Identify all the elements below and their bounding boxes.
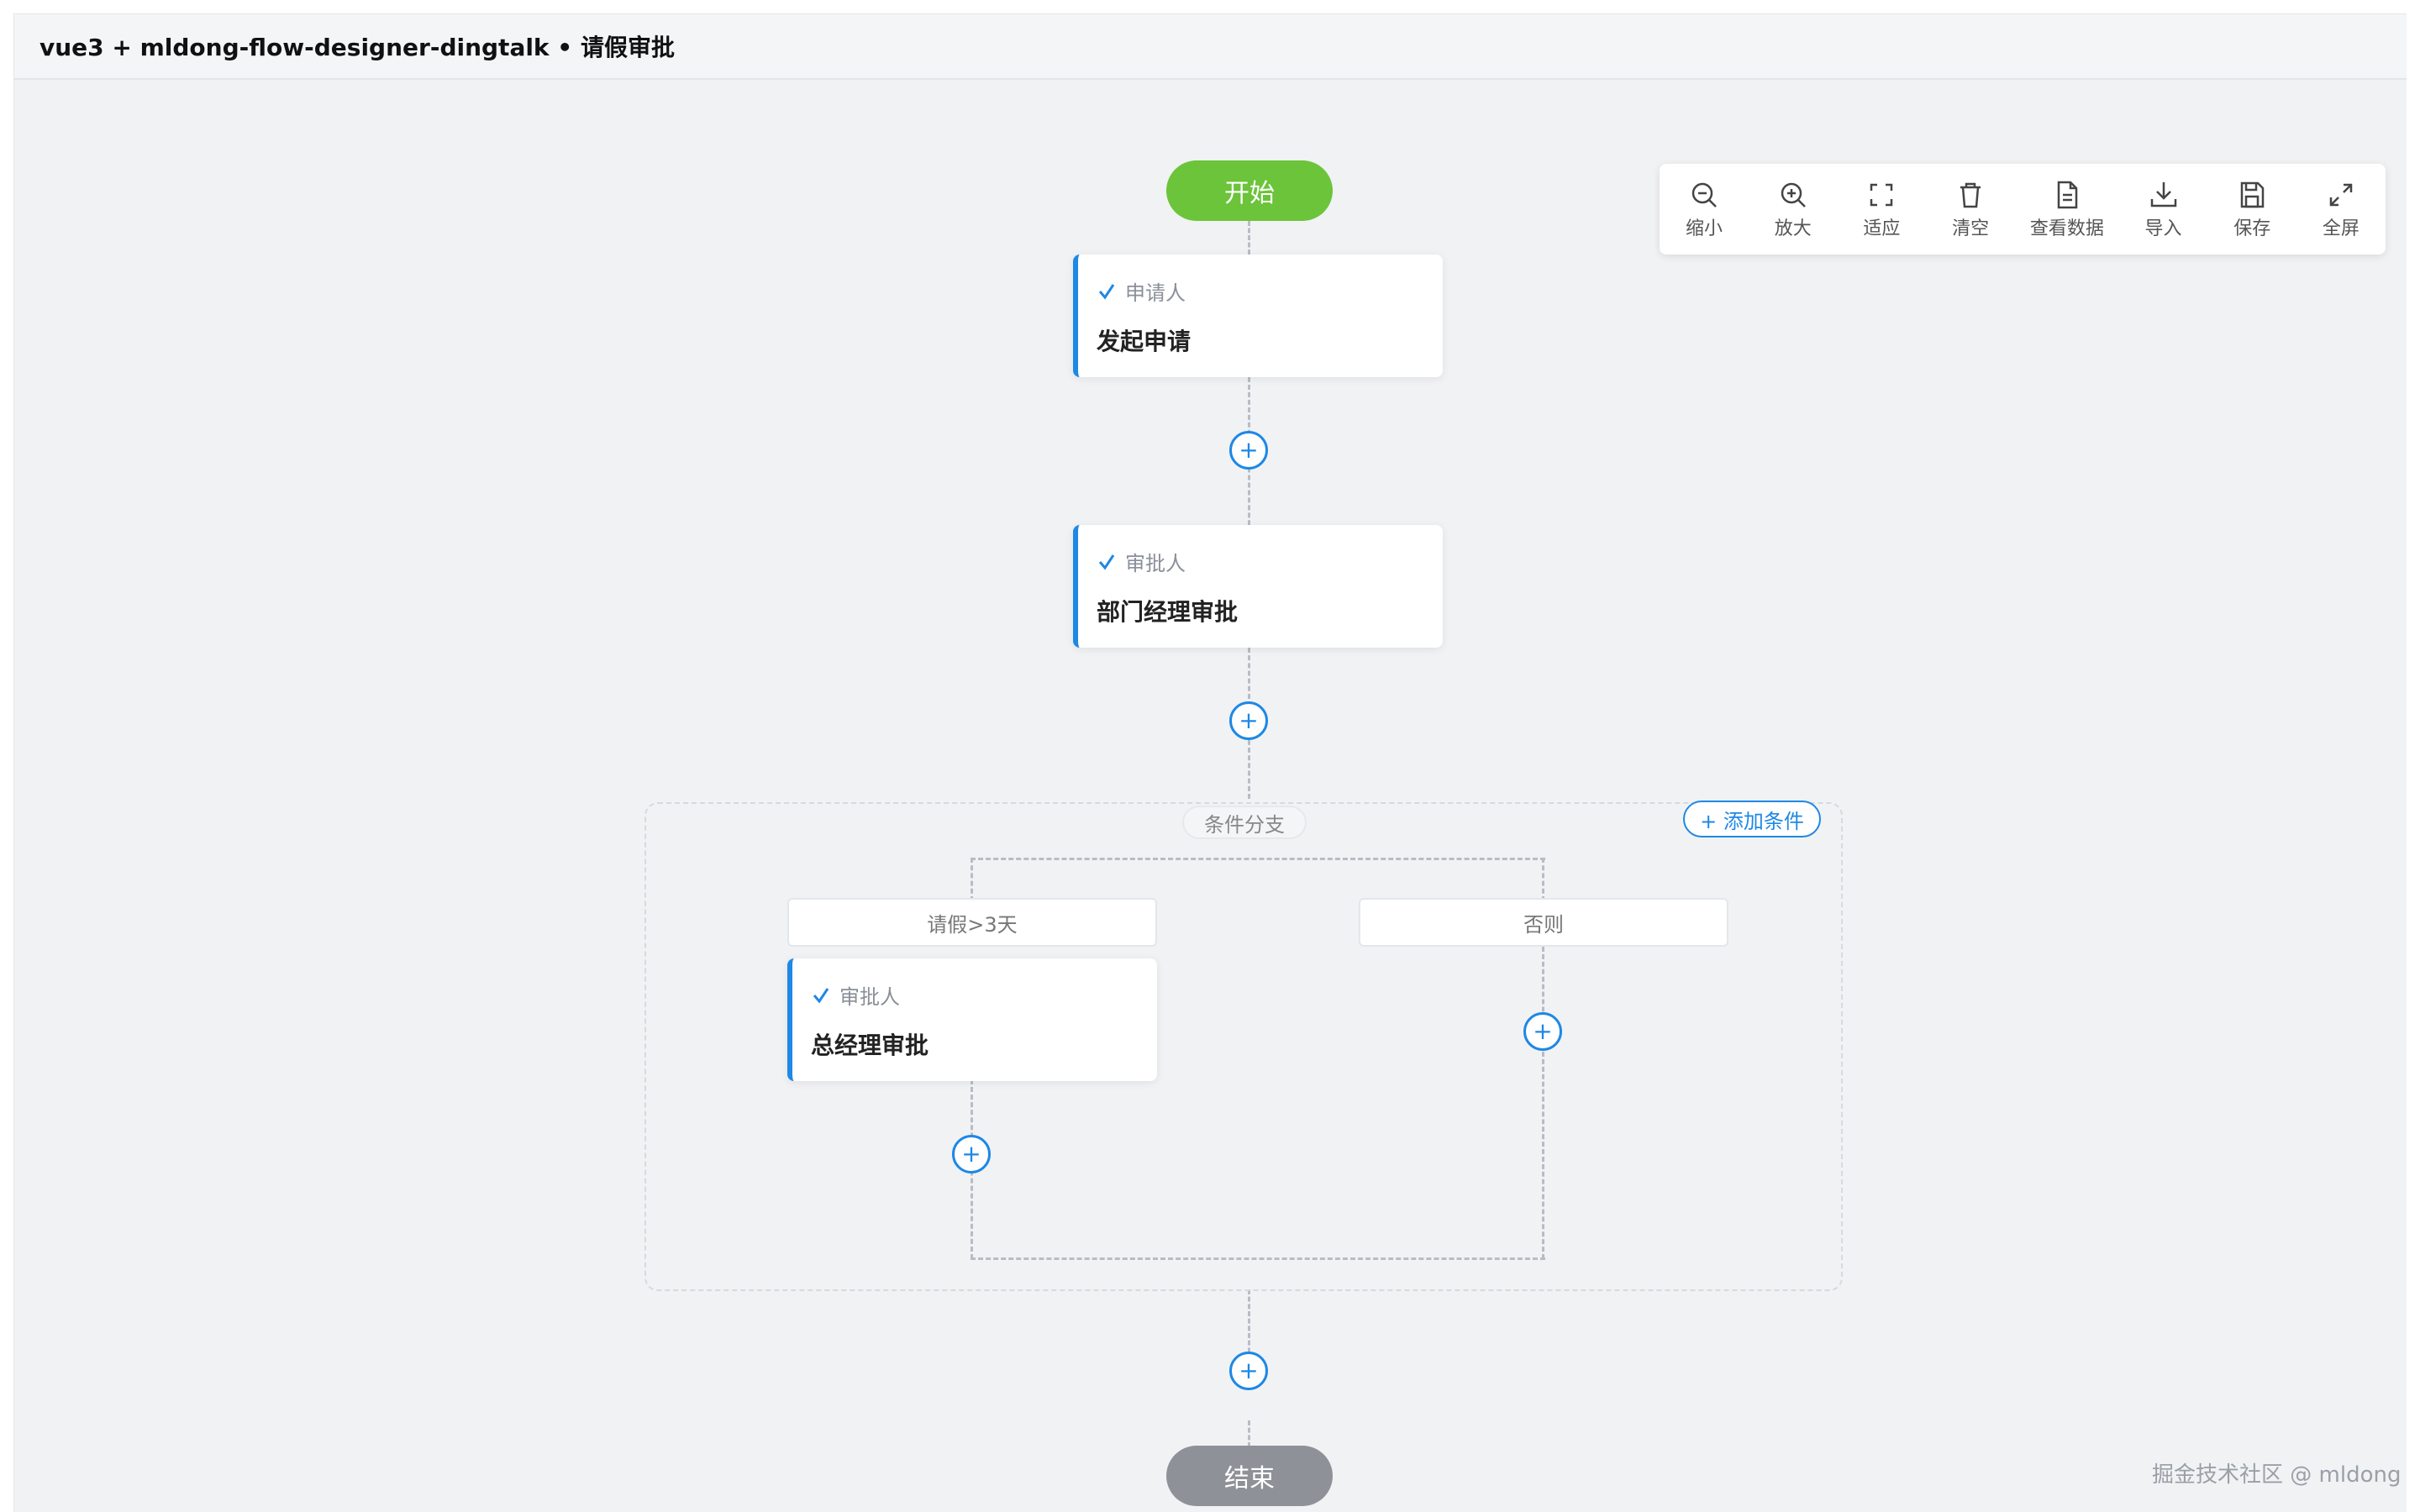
zoom-in-button[interactable]: 放大 xyxy=(1764,178,1823,240)
zoom-in-label: 放大 xyxy=(1774,218,1812,239)
fit-button[interactable]: 适应 xyxy=(1852,178,1911,240)
save-label: 保存 xyxy=(2233,218,2271,239)
condition-node-leave-gt-3[interactable]: 请假>3天 xyxy=(787,898,1157,947)
save-icon xyxy=(2235,178,2269,212)
end-node[interactable]: 结束 xyxy=(1166,1446,1333,1506)
general-manager-node[interactable]: 审批人 总经理审批 xyxy=(787,958,1157,1081)
branch-bottom-line xyxy=(971,1257,1545,1260)
canvas-toolbar: 缩小 放大 适应 清空 xyxy=(1660,164,2386,255)
node-type-label: 审批人 xyxy=(1125,552,1186,575)
view-data-label: 查看数据 xyxy=(2029,218,2104,239)
applicant-node[interactable]: 申请人 发起申请 xyxy=(1073,255,1443,377)
connector-line xyxy=(1248,377,1250,585)
header-bar: vue3 + mldong-flow-designer-dingtalk • 请… xyxy=(14,14,2407,80)
document-icon xyxy=(2050,178,2084,212)
connector-line xyxy=(1248,1420,1250,1447)
start-node[interactable]: 开始 xyxy=(1166,160,1333,221)
import-label: 导入 xyxy=(2144,218,2182,239)
download-icon xyxy=(2147,178,2181,212)
view-data-button[interactable]: 查看数据 xyxy=(2030,178,2104,240)
add-node-button[interactable]: + xyxy=(1229,431,1268,470)
trash-icon xyxy=(1954,178,1987,212)
fullscreen-label: 全屏 xyxy=(2322,218,2360,239)
check-icon xyxy=(1097,281,1117,302)
add-node-button[interactable]: + xyxy=(1229,1352,1268,1390)
fit-label: 适应 xyxy=(1863,218,1901,239)
fit-icon xyxy=(1865,178,1898,212)
connector-line xyxy=(1248,1289,1250,1382)
zoom-in-icon xyxy=(1776,178,1810,212)
fullscreen-icon xyxy=(2324,178,2358,212)
check-icon xyxy=(1097,552,1117,572)
fullscreen-button[interactable]: 全屏 xyxy=(2312,178,2370,240)
connector-line xyxy=(1542,947,1544,1259)
node-name: 总经理审批 xyxy=(811,1032,929,1059)
node-header: 审批人 xyxy=(1097,547,1186,576)
flow-canvas[interactable]: 开始 申请人 发起申请 + 审批人 部门经理审批 + 条件 xyxy=(14,80,2407,1512)
node-header: 审批人 xyxy=(811,980,900,1010)
condition-node-otherwise[interactable]: 否则 xyxy=(1359,898,1728,947)
clear-button[interactable]: 清空 xyxy=(1941,178,2000,240)
connector-line xyxy=(1542,858,1544,901)
zoom-out-label: 缩小 xyxy=(1685,218,1723,239)
add-node-button[interactable]: + xyxy=(1229,701,1268,740)
dept-manager-node[interactable]: 审批人 部门经理审批 xyxy=(1073,525,1443,648)
check-icon xyxy=(811,985,831,1005)
save-button[interactable]: 保存 xyxy=(2223,178,2281,240)
node-name: 部门经理审批 xyxy=(1097,598,1239,626)
zoom-out-button[interactable]: 缩小 xyxy=(1675,178,1733,240)
node-type-label: 申请人 xyxy=(1125,281,1186,305)
add-node-button[interactable]: + xyxy=(952,1135,991,1173)
add-condition-button[interactable]: + 添加条件 xyxy=(1683,801,1821,837)
import-button[interactable]: 导入 xyxy=(2134,178,2193,240)
branch-label: 条件分支 xyxy=(1182,806,1307,839)
page-title: vue3 + mldong-flow-designer-dingtalk • 请… xyxy=(39,34,675,61)
node-type-label: 审批人 xyxy=(839,985,900,1009)
app-window: vue3 + mldong-flow-designer-dingtalk • 请… xyxy=(13,13,2407,1512)
node-header: 申请人 xyxy=(1097,276,1186,306)
connector-line xyxy=(1248,221,1250,255)
condition-branch-container xyxy=(644,802,1843,1291)
clear-label: 清空 xyxy=(1952,218,1990,239)
add-node-button[interactable]: + xyxy=(1523,1012,1562,1051)
watermark: 掘金技术社区 @ mldong xyxy=(2152,1462,2402,1488)
node-name: 发起申请 xyxy=(1097,328,1192,355)
branch-top-line xyxy=(971,858,1545,860)
zoom-out-icon xyxy=(1687,178,1721,212)
connector-line xyxy=(971,858,973,901)
